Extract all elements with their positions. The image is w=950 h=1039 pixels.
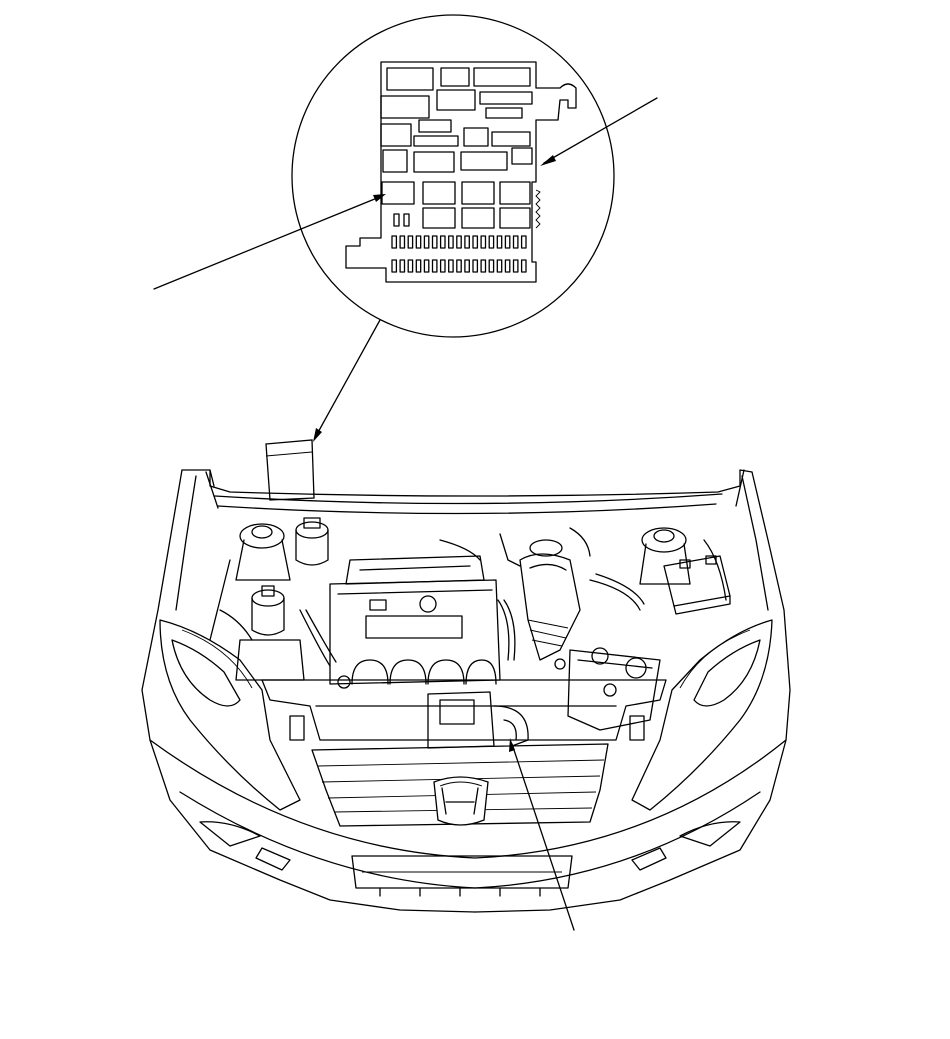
hoses-and-wiring (209, 527, 727, 697)
blade-fuse (439, 259, 446, 273)
component-callout-leader (511, 743, 575, 931)
under-hood-fuse-box (265, 439, 315, 501)
main-relays (381, 181, 531, 229)
location-leader (315, 319, 381, 437)
fuse-callout-arrowhead (373, 194, 386, 202)
relay-callout-leader (543, 97, 658, 164)
left-headlight (159, 619, 301, 811)
engine-compartment (209, 517, 731, 931)
blade-fuse (488, 259, 495, 273)
blade-fuse (488, 235, 495, 249)
blade-fuse (448, 259, 454, 273)
front-grille (311, 743, 609, 827)
right-headlight (631, 619, 773, 811)
blade-fuse (472, 259, 479, 273)
blade-fuse (391, 235, 398, 249)
brake-fluid-reservoir (295, 517, 329, 566)
coolant-reservoir (235, 585, 305, 681)
blade-fuse (407, 235, 414, 249)
blade-fuse (415, 259, 422, 273)
blade-fuse (472, 235, 479, 249)
left-fender (141, 469, 476, 913)
relay-callout-arrowhead (540, 155, 556, 166)
blade-fuse (464, 235, 470, 249)
right-fender (474, 471, 791, 913)
radiator-support (261, 679, 667, 741)
lower-air-intake (351, 855, 573, 889)
blade-fuse (520, 259, 527, 273)
right-strut-tower (639, 527, 691, 585)
blade-fuse (415, 235, 422, 249)
box-edge-ticks (535, 189, 541, 229)
fuse-callout-leader (153, 195, 383, 290)
fuse-box-outline (345, 61, 577, 283)
blade-fuse (496, 259, 503, 273)
battery (663, 555, 731, 615)
blade-fuse (456, 259, 462, 273)
blade-fuse (520, 235, 527, 249)
fuse-row-lower (391, 259, 527, 273)
blade-fuse (512, 259, 519, 273)
cowl-panel (181, 469, 753, 497)
blade-fuse (431, 235, 438, 249)
blade-fuse (480, 235, 487, 249)
blade-fuse (399, 235, 406, 249)
blade-fuse (448, 235, 454, 249)
blade-fuse (456, 235, 462, 249)
blade-fuse (431, 259, 438, 273)
under-hood-component (427, 691, 529, 749)
fuse-row-upper (391, 235, 527, 249)
upper-relays (380, 67, 533, 173)
blade-fuse (480, 259, 487, 273)
blade-fuse (407, 259, 414, 273)
blade-fuse (439, 235, 446, 249)
blade-fuse (399, 259, 406, 273)
blade-fuse (423, 235, 430, 249)
left-strut-tower (235, 523, 291, 581)
blade-fuse (512, 235, 519, 249)
location-arrowhead (313, 428, 322, 442)
component-callout-arrowhead (509, 738, 515, 752)
magnifier-circle (291, 14, 615, 338)
vehicle-emblem (433, 776, 489, 826)
blade-fuse (464, 259, 470, 273)
blade-fuse (504, 235, 511, 249)
blade-fuse (496, 235, 503, 249)
front-bumper (149, 739, 787, 859)
engine-head (329, 555, 501, 685)
blade-fuse (423, 259, 430, 273)
air-intake-duct (519, 539, 581, 661)
magnified-fuse-box-view (153, 14, 658, 338)
vehicle-front (141, 439, 791, 913)
air-cleaner-housing (567, 647, 661, 731)
blade-fuse (504, 259, 511, 273)
blade-fuse (391, 259, 398, 273)
